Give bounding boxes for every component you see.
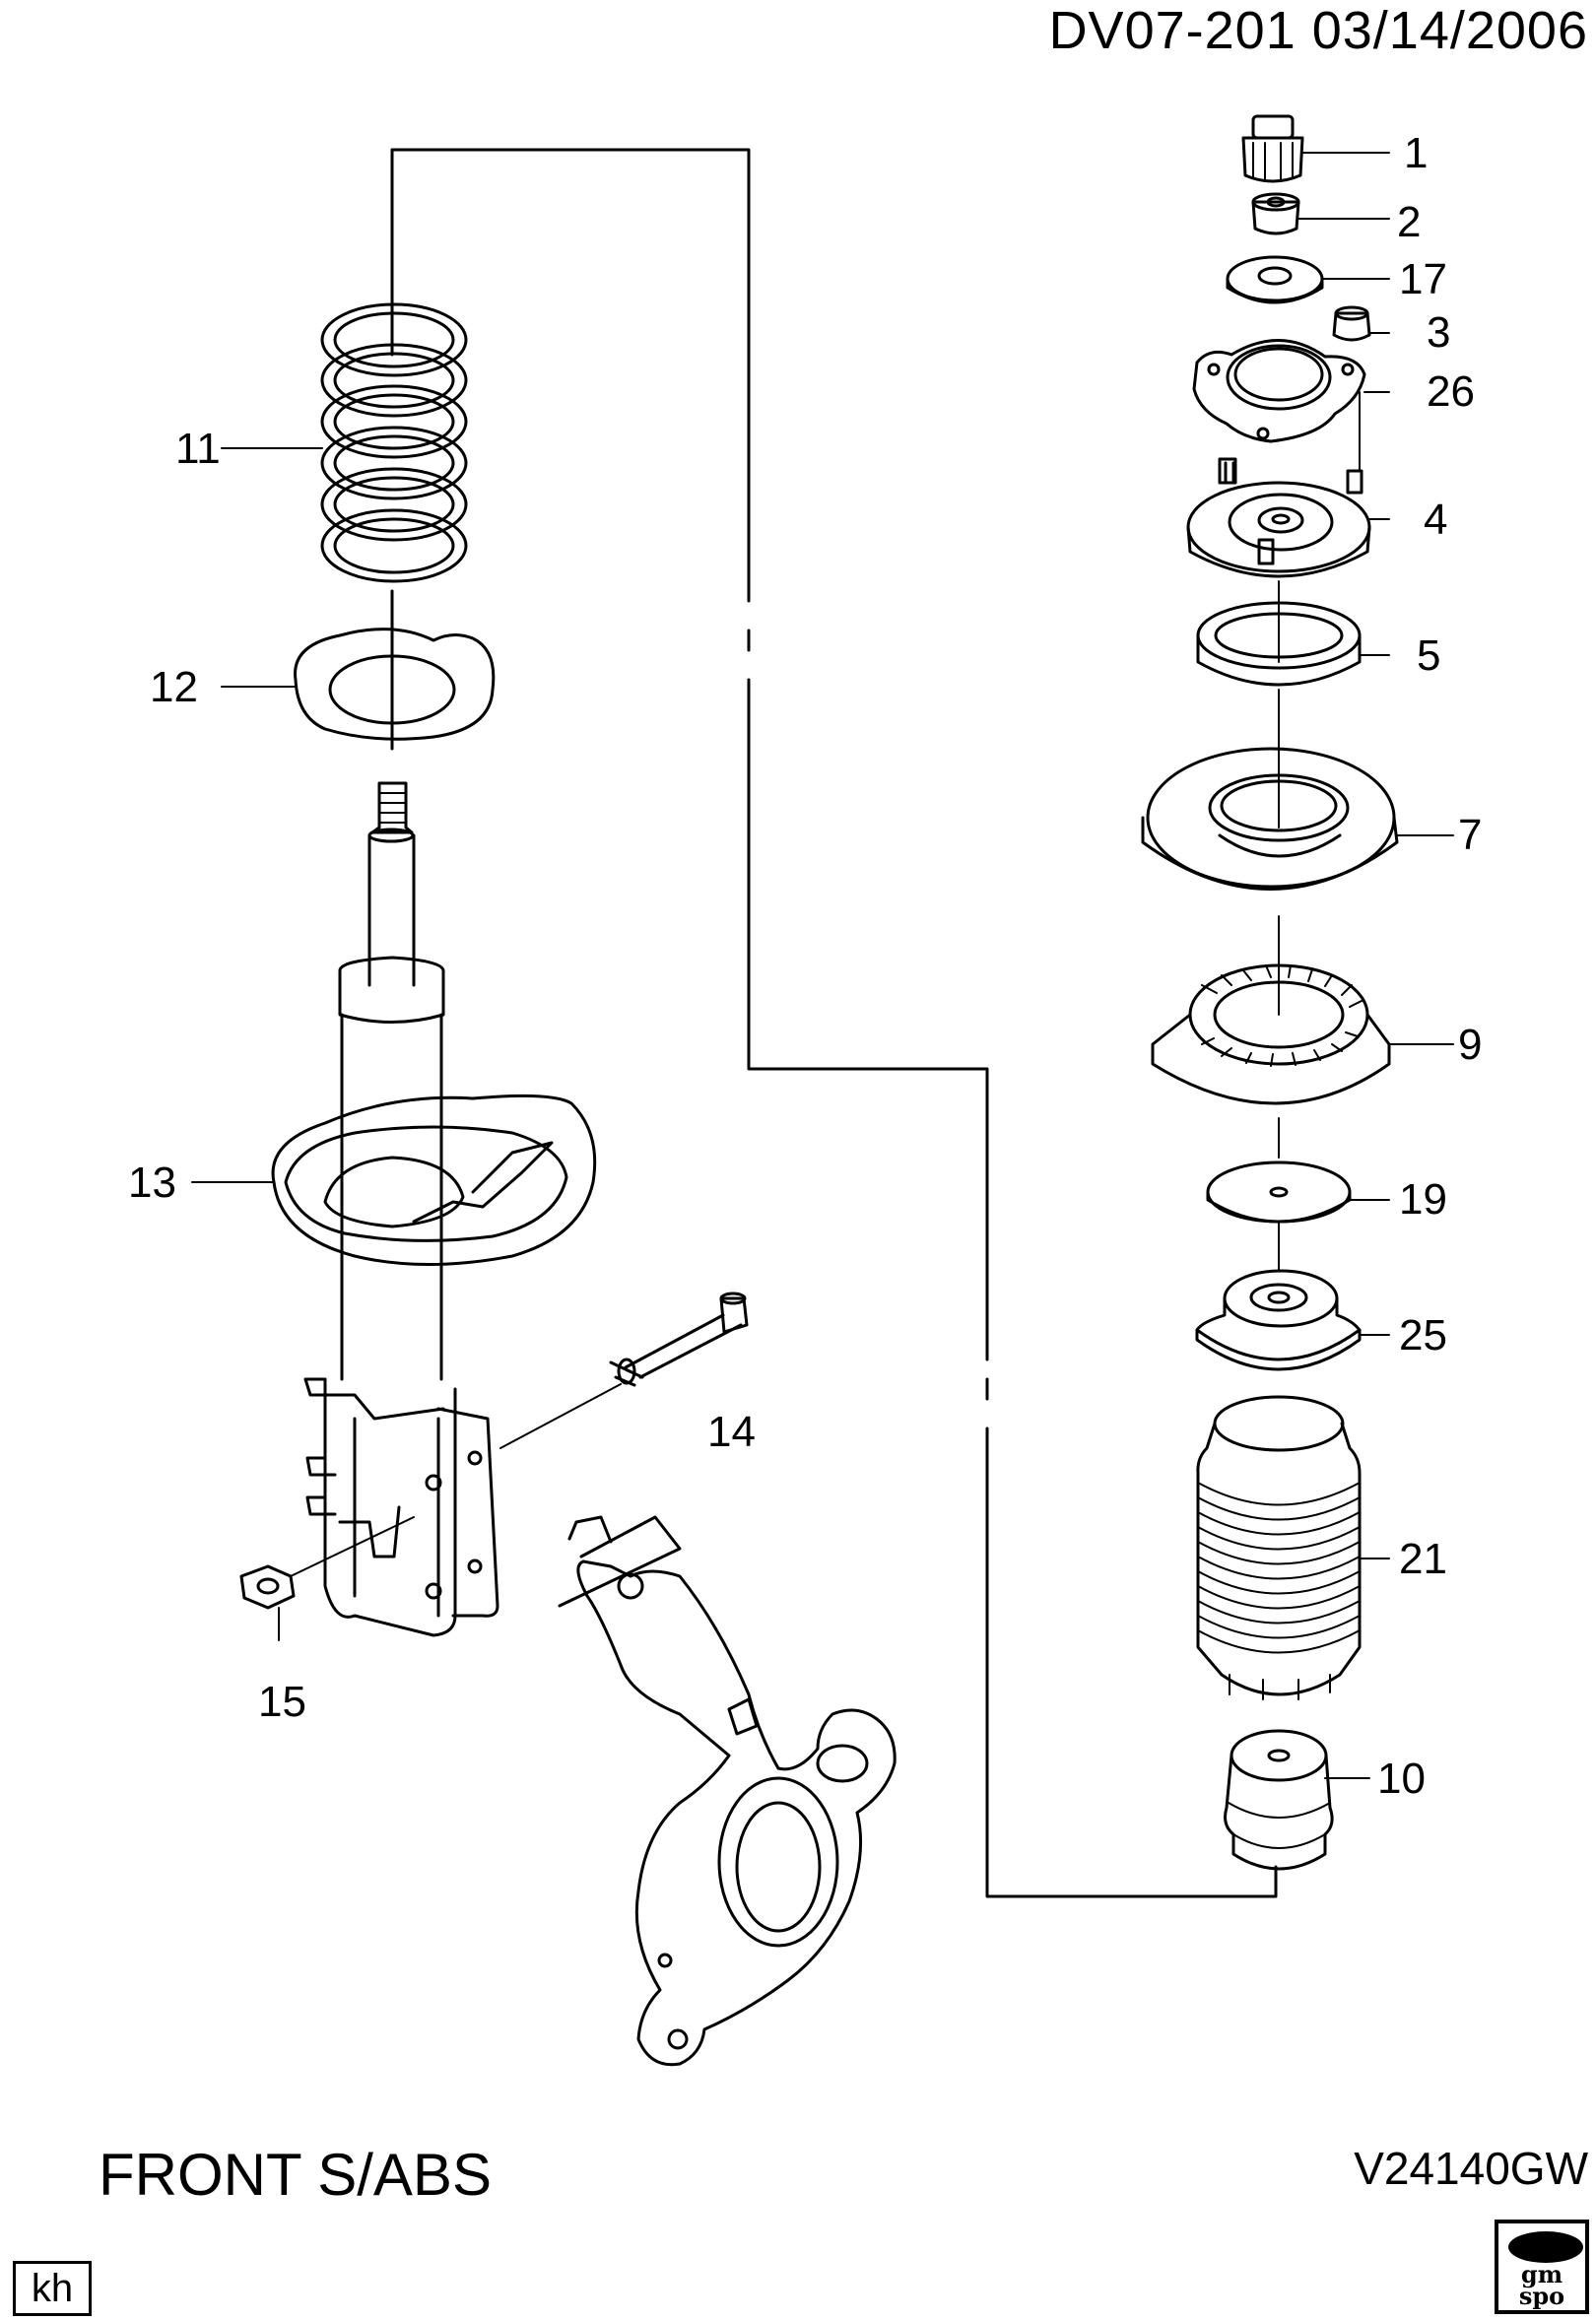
callout-12: 12 <box>150 663 198 711</box>
diagram-code-date: DV07-201 03/14/2006 <box>1048 1 1588 60</box>
part-9-insulator <box>1151 963 1391 1105</box>
callout-labels: 1 2 17 3 26 4 5 7 9 19 25 21 10 11 12 13… <box>128 129 1482 1803</box>
part-26-plate <box>1192 339 1366 443</box>
part-21-boot <box>1196 1395 1362 1700</box>
part-15-nut <box>239 1516 415 1610</box>
part-4-strut-mount <box>1186 457 1371 578</box>
logo-oval <box>1508 2231 1583 2263</box>
part-7-spring-seat <box>1141 747 1399 891</box>
group-bracket-line <box>390 148 1278 1898</box>
callout-17: 17 <box>1399 255 1447 303</box>
callout-15: 15 <box>258 1678 306 1726</box>
part-5-bearing <box>1196 601 1362 687</box>
callout-11: 11 <box>175 425 221 473</box>
part-13-lower-spring-seat <box>271 1094 597 1266</box>
gm-spo-logo: gm spo <box>1495 2220 1589 2314</box>
part-17-washer <box>1226 255 1324 304</box>
part-19-disc <box>1206 1160 1352 1224</box>
callout-4: 4 <box>1424 496 1447 544</box>
part-steering-knuckle <box>558 1515 897 2067</box>
callout-19: 19 <box>1399 1175 1447 1224</box>
callout-25: 25 <box>1399 1311 1447 1359</box>
callout-7: 7 <box>1458 811 1482 859</box>
callout-21: 21 <box>1399 1535 1447 1583</box>
illustration-id: V24140GW <box>1354 2143 1588 2194</box>
callout-14: 14 <box>707 1408 756 1456</box>
part-strut-shock-absorber <box>338 781 445 1381</box>
callout-26: 26 <box>1427 367 1475 416</box>
part-strut-bracket <box>303 1377 499 1637</box>
part-14-bolt <box>499 1292 749 1449</box>
leader-lines <box>191 152 1454 1779</box>
part-11-coil-spring <box>320 148 468 652</box>
part-10-bumper <box>1224 1729 1334 1871</box>
callout-1: 1 <box>1404 129 1428 177</box>
callout-5: 5 <box>1417 631 1440 680</box>
part-3-nut <box>1332 305 1371 342</box>
callout-10: 10 <box>1377 1755 1426 1803</box>
callout-3: 3 <box>1427 308 1450 357</box>
callout-13: 13 <box>128 1159 176 1207</box>
part-12-spring-pad <box>294 628 496 751</box>
callout-2: 2 <box>1397 198 1421 246</box>
logo-line-2: spo <box>1518 2282 1565 2310</box>
logo-line-1: gm <box>1520 2260 1563 2288</box>
callout-9: 9 <box>1458 1021 1482 1069</box>
part-25-stopper <box>1195 1269 1362 1371</box>
part-1-cap <box>1241 114 1304 183</box>
diagram-title: FRONT S/ABS <box>99 2142 492 2208</box>
part-2-nut <box>1251 192 1300 235</box>
author-mark: kh <box>13 2261 92 2316</box>
